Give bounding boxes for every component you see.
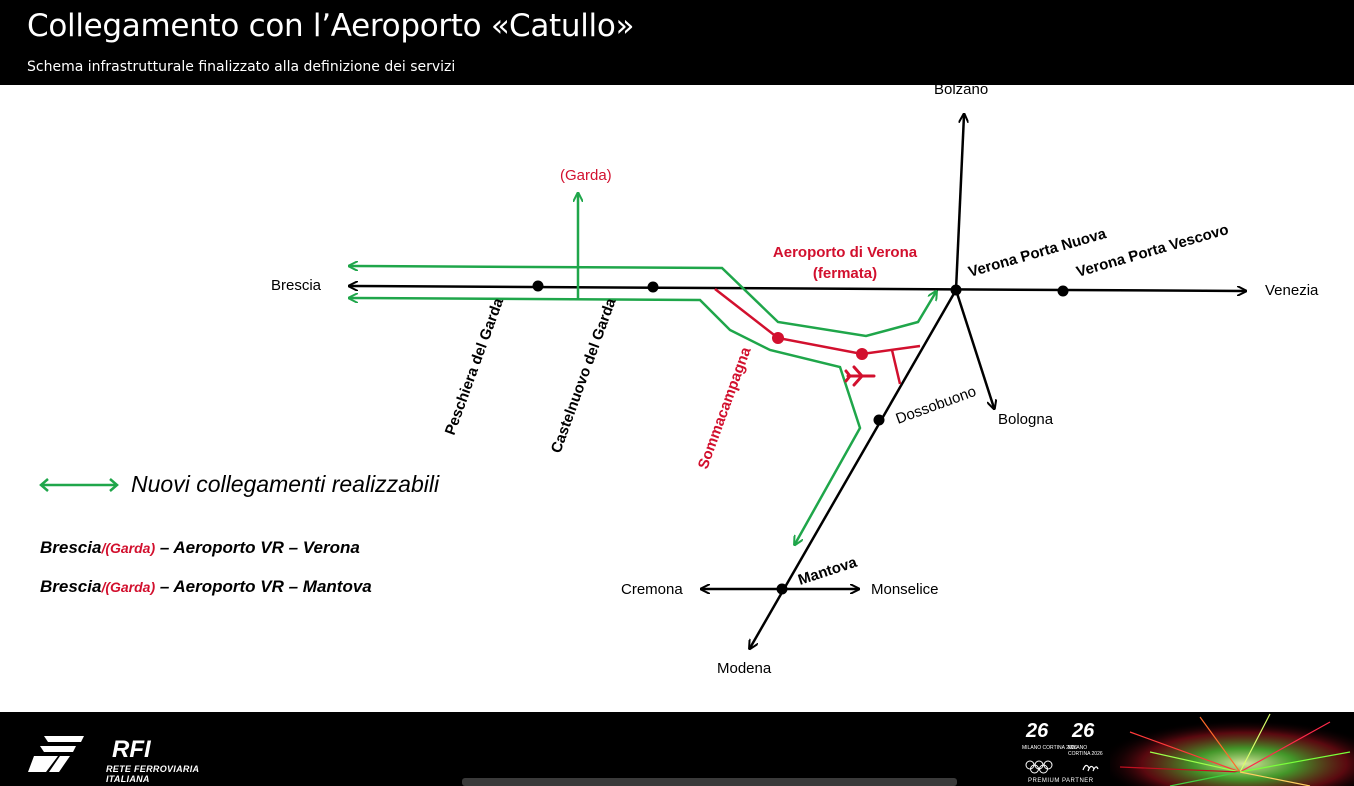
legend-double-arrow-icon (39, 478, 119, 492)
header-bar: Collegamento con l’Aeroporto «Catullo» S… (0, 0, 1354, 85)
route-mantova: Brescia/(Garda) – Aeroporto VR – Mantova (40, 577, 372, 597)
airport-link (714, 288, 921, 356)
label-sommacampagna: Sommacampagna (695, 344, 755, 471)
label-venezia: Venezia (1265, 282, 1319, 299)
station-sommacampagna (772, 332, 784, 344)
rfi-subtitle: RETE FERROVIARIA ITALIANA (106, 764, 199, 784)
label-mantova: Mantova (796, 554, 860, 589)
label-peschiera: Peschiera del Garda (442, 295, 508, 437)
route-rest: – Aeroporto VR – Mantova (155, 577, 372, 596)
station-verona-porta-vescovo (1057, 285, 1069, 297)
olympic-mark: 26 (1026, 720, 1049, 742)
route-garda: /(Garda) (101, 579, 156, 595)
route-start: Brescia (40, 538, 102, 557)
page-title: Collegamento con l’Aeroporto «Catullo» (27, 8, 635, 44)
station-verona-porta-nuova (950, 284, 962, 296)
station-aeroporto (856, 348, 868, 360)
label-aeroporto-line2: (fermata) (813, 265, 877, 282)
airport-link-connector (890, 349, 902, 385)
airplane-icon (844, 365, 876, 387)
route-rest: – Aeroporto VR – Verona (155, 538, 360, 557)
paralympic-mark: 26 (1072, 720, 1095, 742)
station-dossobuono (873, 414, 885, 426)
olympic-logos: 26 26 MILANO CORTINA 2026 MILANO CORTINA… (1018, 720, 1110, 786)
rfi-logo: RFI RETE FERROVIARIA ITALIANA (26, 732, 236, 784)
label-bologna: Bologna (998, 411, 1054, 428)
legend-label: Nuovi collegamenti realizzabili (131, 471, 440, 497)
line-brescia-venezia (350, 286, 1245, 291)
rail-network-diagram: Bolzano Brescia Venezia Bologna Cremona … (271, 85, 1319, 677)
label-brescia: Brescia (271, 277, 322, 294)
route-start: Brescia (40, 577, 102, 596)
premium-partner-label: PREMIUM PARTNER (1028, 778, 1094, 784)
station-peschiera (532, 280, 544, 292)
label-aeroporto-line1: Aeroporto di Verona (773, 244, 918, 261)
rfi-text: RFI (112, 736, 151, 763)
new-link-lower (350, 298, 862, 544)
label-garda: (Garda) (560, 167, 612, 184)
label-modena: Modena (717, 660, 772, 677)
footer-bar: RFI RETE FERROVIARIA ITALIANA 26 26 MILA… (0, 712, 1354, 786)
horizontal-scrollbar[interactable] (462, 778, 957, 786)
route-garda: /(Garda) (101, 540, 156, 556)
label-dossobuono: Dossobuono (894, 383, 979, 428)
rfi-emblem-icon (28, 736, 84, 772)
fireworks-decoration (1110, 712, 1354, 786)
line-verona-bologna (954, 289, 994, 408)
label-bolzano: Bolzano (934, 85, 988, 98)
page-subtitle: Schema infrastrutturale finalizzato alla… (27, 59, 456, 75)
station-mantova (776, 583, 788, 595)
label-castelnuovo: Castelnuovo del Garda (548, 295, 620, 455)
label-monselice: Monselice (871, 581, 939, 598)
olympic-rings-icon (1025, 760, 1053, 774)
label-cremona: Cremona (621, 581, 683, 598)
paralympic-sub: MILANO CORTINA 2026 (1068, 745, 1103, 757)
route-verona: Brescia/(Garda) – Aeroporto VR – Verona (40, 538, 360, 558)
new-link-upper (350, 266, 936, 338)
station-castelnuovo (647, 281, 659, 293)
paralympic-agitos-icon (1082, 764, 1099, 772)
olympic-sub: MILANO CORTINA 2026 (1022, 745, 1078, 751)
line-verona-bolzano (954, 115, 964, 291)
